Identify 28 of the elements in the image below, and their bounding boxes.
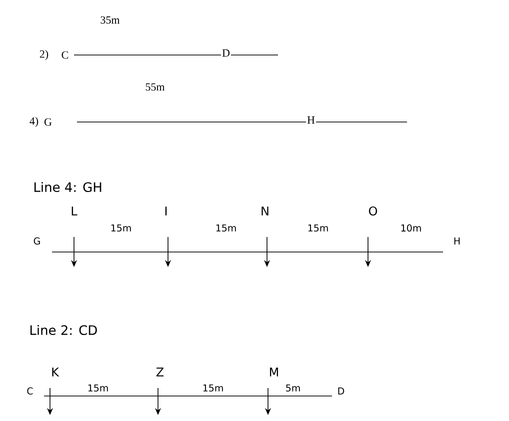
point-label: C [26, 386, 34, 396]
point-label: H [452, 236, 462, 246]
distance-label: 10m [399, 223, 423, 233]
distance-label: 15m [201, 383, 225, 393]
station-label: I [163, 206, 169, 216]
point-label: G [32, 236, 42, 246]
point-label: C [60, 50, 70, 60]
station-label: M [268, 366, 280, 378]
distance-label: 5m [284, 383, 302, 393]
distance-label: 15m [109, 223, 133, 233]
point-label: D [336, 386, 346, 396]
station-label: K [50, 366, 60, 378]
station-label: Z [154, 366, 166, 378]
point-label: G [43, 117, 53, 127]
distance-label: 55m [144, 82, 166, 92]
line-heading: Line 2: CD [28, 324, 99, 336]
point-label: H [306, 115, 316, 125]
line-number: 4) [28, 116, 40, 128]
distance-label: 35m [99, 15, 121, 25]
distance-label: 15m [86, 383, 110, 393]
distance-label: 15m [214, 223, 238, 233]
station-label: O [367, 205, 379, 217]
line-number: 2) [38, 49, 50, 61]
line-heading: Line 4: GH [32, 180, 104, 194]
distance-label: 15m [306, 223, 330, 233]
station-label: L [70, 206, 78, 216]
station-label: N [260, 206, 270, 216]
point-label: D [221, 48, 231, 58]
